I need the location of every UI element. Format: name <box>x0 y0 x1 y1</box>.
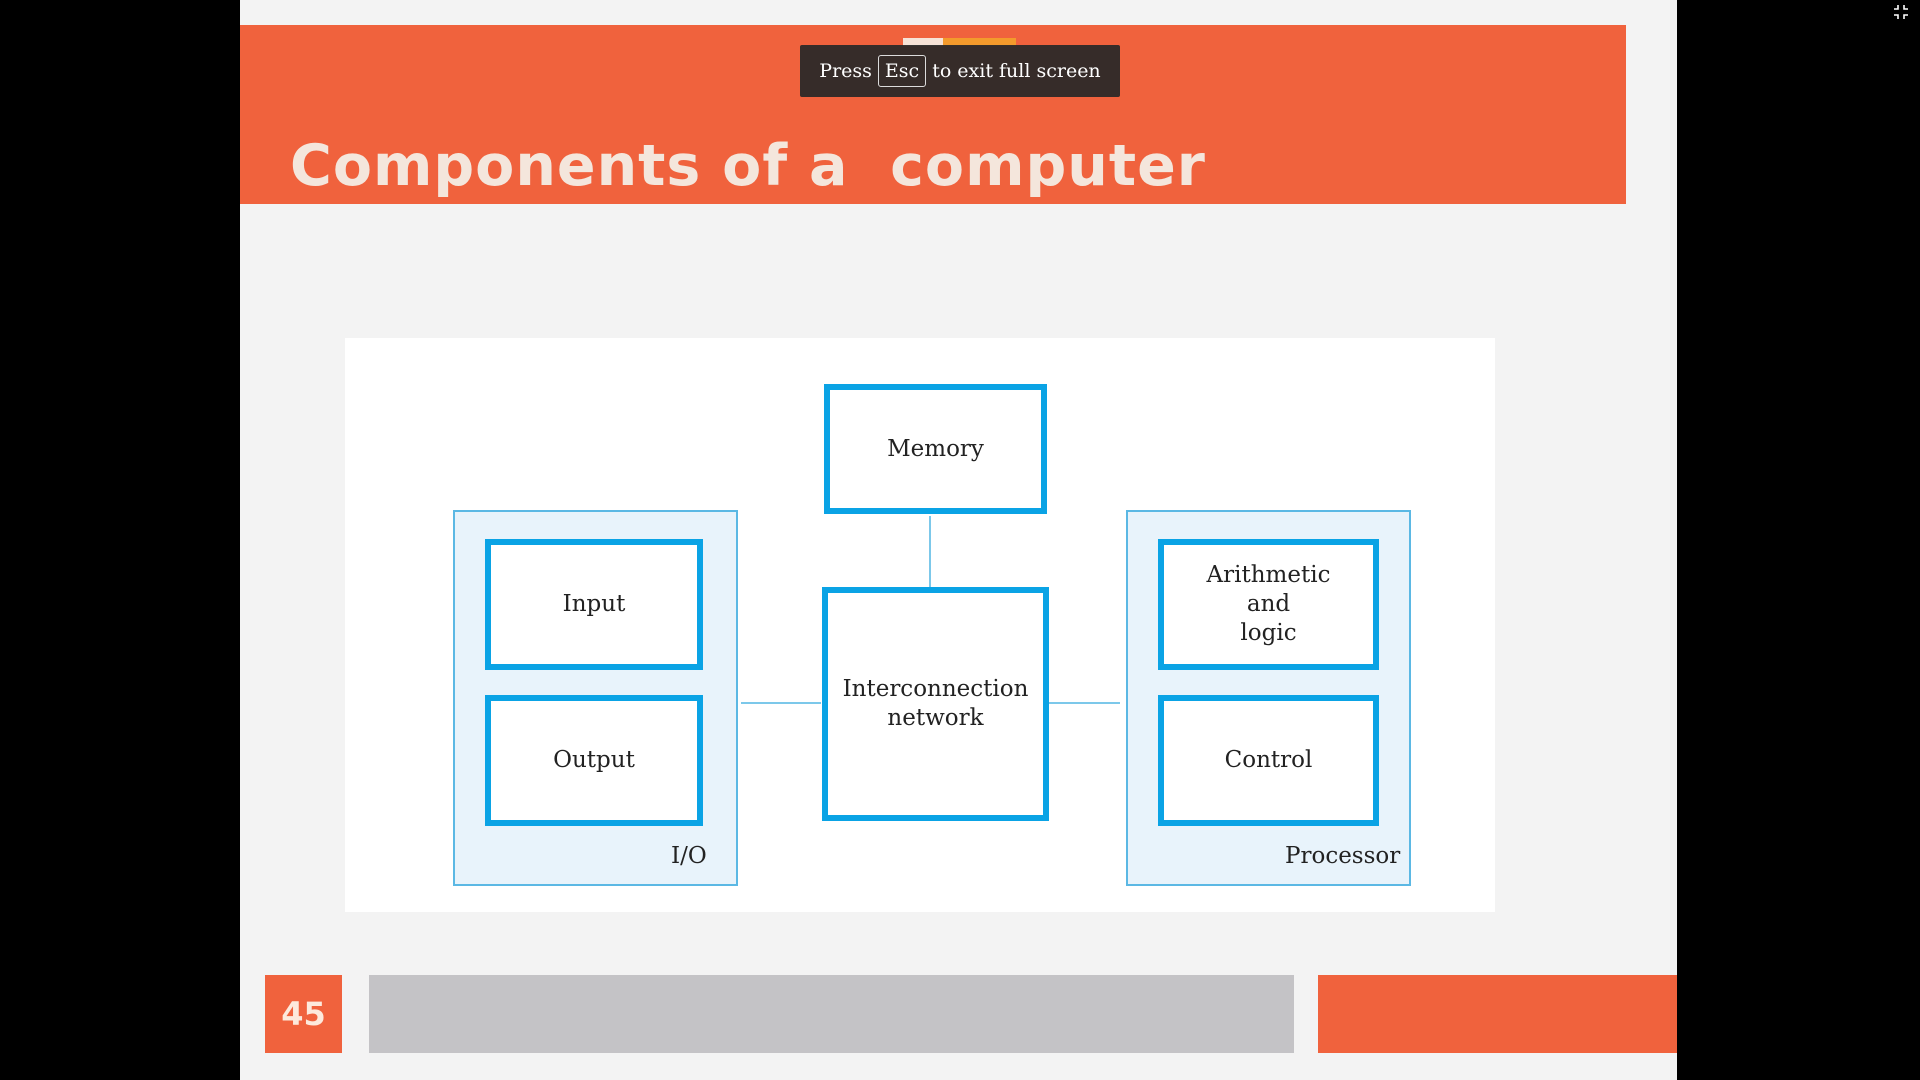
slide-title: Components of a computer <box>290 133 1206 199</box>
exit-fullscreen-glyph <box>1894 5 1908 19</box>
output-box: Output <box>485 695 703 826</box>
io-interconnect-connector <box>741 702 821 704</box>
memory-interconnect-connector <box>929 516 931 588</box>
footer-orange-bar <box>1318 975 1677 1053</box>
accent-strip-orange <box>943 38 1016 46</box>
computer-components-diagram: Memory Interconnection network Input Out… <box>345 338 1495 912</box>
esc-key-badge: Esc <box>877 55 927 87</box>
input-box: Input <box>485 539 703 670</box>
toast-press-text: Press <box>819 60 872 82</box>
accent-strip <box>903 38 1016 46</box>
control-box: Control <box>1158 695 1379 826</box>
memory-box: Memory <box>824 384 1047 514</box>
processor-group: Arithmetic and logic Control Processor <box>1126 510 1411 886</box>
toast-rest-text: to exit full screen <box>932 60 1101 82</box>
processor-interconnect-connector <box>1040 702 1120 704</box>
io-group: Input Output I/O <box>453 510 738 886</box>
io-group-label: I/O <box>671 843 707 869</box>
footer-gray-bar <box>369 975 1294 1053</box>
interconnection-network-box: Interconnection network <box>822 587 1049 821</box>
processor-group-label: Processor <box>1285 843 1401 869</box>
exit-fullscreen-icon[interactable] <box>1892 4 1910 22</box>
slide: Components of a computer Memory Intercon… <box>240 0 1677 1080</box>
fullscreen-exit-toast: Press Esc to exit full screen <box>800 45 1120 97</box>
accent-strip-light <box>903 38 943 46</box>
slide-page-number: 45 <box>265 975 342 1053</box>
arithmetic-logic-box: Arithmetic and logic <box>1158 539 1379 670</box>
